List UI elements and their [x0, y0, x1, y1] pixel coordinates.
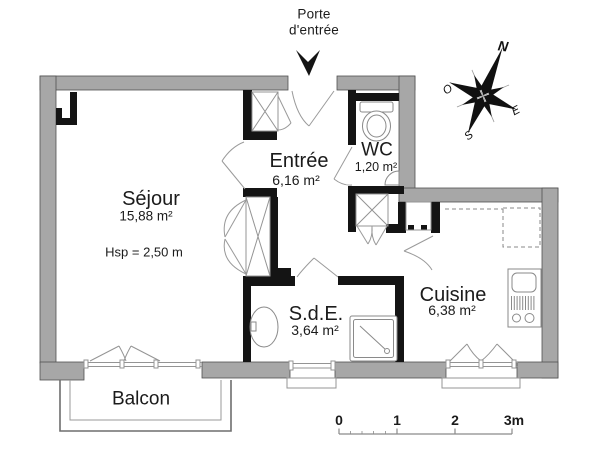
cuisine-window-sill [441, 377, 521, 389]
room-label-cuisine: Cuisine [419, 284, 487, 306]
washbasin-icon [249, 306, 279, 348]
sejour-door [221, 141, 246, 190]
sejour-french-door [83, 345, 202, 369]
compass-rose-icon: N O E S [441, 37, 523, 143]
room-label-sejour: Séjour [122, 188, 180, 210]
room-area-cuisine: 6,38 m² [428, 302, 476, 318]
scale-label-3m: 3m [504, 412, 524, 428]
wall-wc-right [398, 75, 416, 203]
wall-left [39, 75, 57, 364]
closets [245, 91, 432, 277]
duct-niche [405, 201, 432, 231]
wc-corner-sink-icon [384, 170, 400, 186]
scale-label-2: 2 [451, 412, 459, 428]
sde-window [286, 360, 337, 389]
room-label-entree: Entrée [269, 150, 329, 172]
shower-icon [349, 315, 398, 362]
closet-hall [245, 196, 271, 277]
compass-east-label: E [510, 104, 523, 118]
closet-below-wc [355, 193, 389, 227]
toilet-icon [359, 101, 394, 142]
entry-closet-door [277, 95, 292, 131]
ceiling-height-note: Hsp = 2,50 m [105, 244, 183, 260]
entry-arrow-icon [296, 50, 320, 76]
cuisine-french-window [441, 343, 521, 389]
compass-south-label: S [462, 129, 476, 143]
wall-bottom-b [334, 361, 447, 379]
hall-closet-doors [223, 199, 247, 275]
wall-top-left [39, 75, 289, 91]
wall-right [541, 187, 559, 379]
compass-north-label: N [497, 37, 510, 54]
room-label-balcon: Balcon [111, 388, 171, 410]
sde-door [296, 257, 339, 278]
scale-label-0: 0 [335, 412, 343, 428]
entry-door-label-line2: d'entrée [289, 22, 339, 38]
wc-door [333, 146, 353, 186]
entry-door [291, 90, 335, 127]
wall-bottom-c [516, 361, 559, 379]
below-wc-closet-doors [356, 225, 388, 246]
room-area-sde: 3,64 m² [291, 322, 339, 338]
entry-door-label-line1: Porte [297, 6, 331, 22]
wall-bottom-a [201, 361, 291, 379]
room-area-wc: 1,20 m² [354, 159, 398, 174]
windows [83, 343, 521, 389]
room-label-wc: WC [361, 139, 393, 161]
flue-mark [56, 92, 77, 125]
interior-walls [243, 90, 440, 362]
wall-bottom-left-block [39, 361, 85, 381]
closet-entry [251, 91, 279, 132]
scale-label-1: 1 [393, 412, 401, 428]
scale-bar: 0 1 2 3m [335, 412, 524, 435]
wall-hall-top [398, 187, 559, 203]
exterior-walls [39, 75, 559, 381]
fixtures [249, 101, 542, 362]
kitchen-unit-icon [507, 268, 542, 328]
sde-window-sill [286, 377, 337, 389]
cuisine-door [403, 235, 434, 271]
room-area-entree: 6,16 m² [272, 172, 320, 188]
compass-west-label: O [441, 82, 455, 97]
balcony-railing [59, 380, 232, 432]
room-label-sde: S.d.E. [288, 303, 344, 325]
doors [221, 90, 434, 278]
room-area-sejour: 15,88 m² [119, 208, 173, 224]
upper-cabinet-dashed [445, 207, 541, 248]
